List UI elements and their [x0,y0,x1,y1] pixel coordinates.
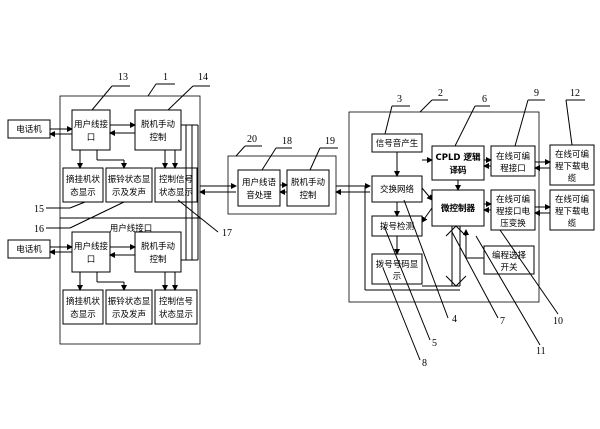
label-1: 1 [163,72,168,83]
hook-display-bottom-l2: 态显示 [70,309,96,320]
line-interface-top [71,109,111,151]
ring-display-top-l2: 示及发声 [112,187,146,198]
phone-top-label: 电话机 [16,124,42,135]
handset-control-bottom [134,231,182,273]
middle-unit-group [227,155,337,215]
isp-cable-top [549,144,595,186]
left-unit-group [59,95,201,345]
reference-labels: 1 2 3 4 5 6 7 8 9 10 11 12 13 14 15 16 1 [34,72,585,369]
dial-detect-label: 拨号检测 [380,221,414,232]
ctrl-display-bottom [154,289,198,325]
label-14: 14 [198,72,208,83]
label-18: 18 [282,136,292,147]
hook-display-top-l2: 态显示 [70,187,96,198]
hook-display-top [62,167,104,203]
label-3: 3 [397,94,402,105]
line-interface-bottom-l1: 用户线接 [74,241,109,252]
label-9: 9 [534,88,539,99]
label-2: 2 [438,88,443,99]
middle-handset-control [286,169,330,207]
label-8: 8 [422,358,427,369]
label-17: 17 [222,228,232,239]
handset-control-bottom-l1: 脱机手动 [141,241,176,252]
isp-interface-l1: 在线可编 [496,151,530,162]
hook-display-bottom [62,289,104,325]
phone-bottom-label: 电话机 [16,244,42,255]
tone-generator-label: 信号音产生 [376,138,419,149]
voice-processing [237,169,281,207]
label-16: 16 [34,224,44,235]
label-5: 5 [432,338,437,349]
ring-display-bottom-l2: 示及发声 [112,309,146,320]
microcontroller-label: 微控制器 [440,203,476,214]
isp-voltage [490,189,536,231]
isp-cable-bottom-l2: 程下载电 [555,206,590,217]
middle-handset-control-l1: 脱机手动 [291,177,326,188]
ctrl-display-bottom-l2: 状态显示 [159,309,193,320]
cpld-decoder-l2: 译码 [449,165,467,176]
ring-display-top-l1: 振铃状态显 [108,174,151,185]
dial-display-l2: 示 [393,272,402,282]
isp-voltage-l3: 压变换 [500,218,526,229]
line-interface-bottom-l2: 口 [87,255,96,265]
ctrl-display-top-l2: 状态显示 [159,187,193,198]
ring-display-bottom-l1: 振铃状态显 [108,296,151,307]
label-20: 20 [247,134,257,145]
program-switch [483,245,535,275]
label-15: 15 [34,204,44,215]
isp-voltage-l1: 在线可编 [496,194,530,205]
isp-cable-top-l1: 在线可编 [555,149,589,160]
handset-control-top-l2: 控制 [149,132,166,143]
isp-cable-bottom [549,189,595,231]
isp-voltage-l2: 程接口电 [496,206,531,217]
line-interface-bottom [71,231,111,273]
handset-control-top-l1: 脱机手动 [141,119,176,130]
ctrl-display-bottom-l1: 控制信号 [159,296,193,307]
ctrl-display-top-l1: 控制信号 [159,174,193,185]
isp-cable-bottom-l3: 缆 [568,218,577,229]
ring-display-top [105,167,153,203]
handset-control-top [134,109,182,151]
dial-display-l1: 拨号号码显 [376,259,419,270]
label-6: 6 [482,94,487,105]
voice-processing-l1: 用户线语 [242,177,277,188]
label-12: 12 [570,88,580,99]
label-19: 19 [325,136,335,147]
program-switch-l2: 开关 [500,262,518,273]
isp-interface-l2: 程接口 [500,163,526,174]
ring-display-bottom [105,289,153,325]
isp-cable-bottom-l1: 在线可编 [555,194,589,205]
program-switch-l1: 编程选择 [492,250,527,261]
label-11: 11 [536,346,546,357]
voice-processing-l2: 音处理 [246,190,272,201]
switch-network-label: 交换网络 [380,184,415,195]
label-13: 13 [118,72,128,83]
middle-handset-control-l2: 控制 [299,190,316,201]
label-10: 10 [553,316,563,327]
label-7: 7 [500,316,505,327]
handset-control-bottom-l2: 控制 [149,254,166,265]
isp-cable-top-l3: 缆 [568,173,577,184]
isp-cable-top-l2: 程下载电 [555,161,590,172]
hook-display-top-l1: 摘挂机状 [66,174,101,185]
line-interface-top-l2: 口 [87,133,96,143]
cpld-decoder-l1: CPLD 逻辑 [436,152,481,163]
line-interface-top-l1: 用户线接 [74,119,109,130]
section-label: 用户线接口 [110,223,153,234]
label-4: 4 [452,314,457,325]
hook-display-bottom-l1: 摘挂机状 [66,296,101,307]
